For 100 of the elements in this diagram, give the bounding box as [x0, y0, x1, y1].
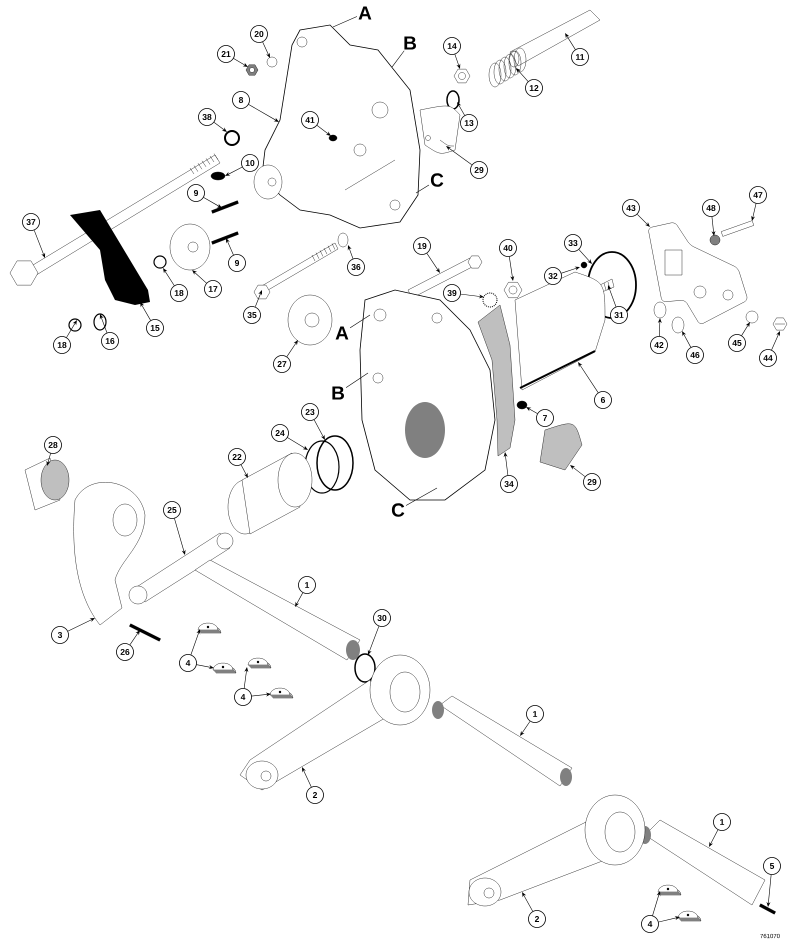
callout-number: 2 — [306, 786, 324, 804]
key — [198, 622, 222, 634]
callout-number: 4 — [179, 654, 197, 672]
callout-number: 36 — [347, 258, 365, 276]
leader-line — [34, 230, 46, 258]
callout-number: 10 — [241, 154, 259, 172]
callout-number: 6 — [594, 391, 612, 409]
bearing-shell — [420, 106, 460, 154]
leader-line — [426, 253, 440, 273]
leader-line — [565, 33, 576, 50]
reference-letter: C — [430, 173, 444, 187]
arm — [468, 794, 646, 906]
callout-number: 9 — [228, 254, 246, 272]
leader-line — [392, 50, 404, 68]
callout-number: 33 — [564, 234, 582, 252]
callout-number: 11 — [571, 48, 589, 66]
snap-ring — [68, 318, 82, 332]
callout-number: 35 — [243, 306, 261, 324]
nut — [454, 68, 470, 84]
leader-line — [741, 322, 750, 336]
leader-line — [174, 518, 186, 555]
gasket — [478, 304, 516, 456]
leader-line — [446, 146, 472, 166]
callout-number: 19 — [413, 237, 431, 255]
leader-line — [406, 488, 438, 506]
callout-number: 23 — [301, 403, 319, 421]
leader-line — [771, 331, 780, 350]
callout-number: 44 — [759, 349, 777, 367]
sleeve — [228, 452, 312, 534]
leader-line — [570, 465, 586, 477]
leader-line — [302, 767, 312, 788]
callout-number: 4 — [641, 915, 659, 933]
set-screw — [210, 172, 226, 180]
leader-line — [561, 266, 580, 274]
bolt — [721, 220, 754, 237]
callout-number: 46 — [686, 346, 704, 364]
shaft — [194, 560, 360, 660]
leader-line — [255, 290, 262, 308]
callout-number: 1 — [526, 705, 544, 723]
key — [678, 910, 702, 922]
callout-number: 8 — [232, 91, 250, 109]
reference-letter: A — [336, 326, 348, 340]
reference-letter: B — [332, 386, 344, 400]
o-ring — [354, 653, 376, 683]
leader-line — [262, 42, 270, 58]
housing — [254, 24, 420, 228]
pin — [516, 400, 528, 410]
leader-line — [203, 197, 222, 208]
callout-number: 31 — [610, 306, 628, 324]
leader-line — [295, 592, 304, 607]
leader-line — [66, 320, 77, 338]
leader-line — [578, 249, 592, 264]
leader-line — [214, 122, 227, 132]
cam — [170, 224, 210, 270]
callout-number: 25 — [163, 501, 181, 519]
callout-number: 13 — [460, 114, 478, 132]
arm — [240, 654, 430, 790]
callout-number: 39 — [443, 284, 461, 302]
bearing-shell — [540, 424, 582, 470]
callout-number: 22 — [228, 448, 246, 466]
washer — [746, 310, 758, 324]
leader-line — [682, 331, 692, 348]
leader-line — [578, 362, 598, 393]
pin — [128, 532, 234, 604]
leader-line — [457, 102, 465, 116]
callout-number: 42 — [650, 336, 668, 354]
cylinder — [514, 272, 606, 390]
leader-line — [314, 420, 325, 440]
pin — [211, 200, 239, 214]
leader-line — [516, 68, 528, 82]
callout-number: 1 — [713, 813, 731, 831]
leader-line — [192, 270, 207, 284]
washer — [266, 56, 278, 68]
leader-line — [100, 314, 108, 333]
leader-line — [287, 437, 308, 450]
callout-number: 4 — [234, 688, 252, 706]
leader-line — [225, 166, 242, 176]
leader-line — [163, 268, 174, 286]
leader-line — [520, 721, 530, 736]
callout-number: 28 — [44, 436, 62, 454]
callout-number: 2 — [528, 910, 546, 928]
callout-number: 18 — [170, 284, 188, 302]
plug — [772, 318, 788, 330]
shaft — [432, 696, 572, 786]
leader-line — [348, 245, 354, 259]
callout-number: 24 — [271, 424, 289, 442]
callout-number: 5 — [763, 857, 781, 875]
leader-line — [226, 238, 234, 256]
bush — [24, 458, 70, 510]
leader-line — [526, 407, 538, 414]
key — [212, 662, 236, 674]
pin — [211, 231, 239, 245]
bolt — [254, 242, 338, 300]
callout-number: 16 — [101, 332, 119, 350]
reference-letter: A — [358, 6, 372, 20]
washer — [338, 232, 348, 248]
leader-line — [416, 184, 430, 194]
callout-number: 9 — [187, 184, 205, 202]
callout-number: 26 — [116, 643, 134, 661]
leader-line — [316, 125, 331, 136]
